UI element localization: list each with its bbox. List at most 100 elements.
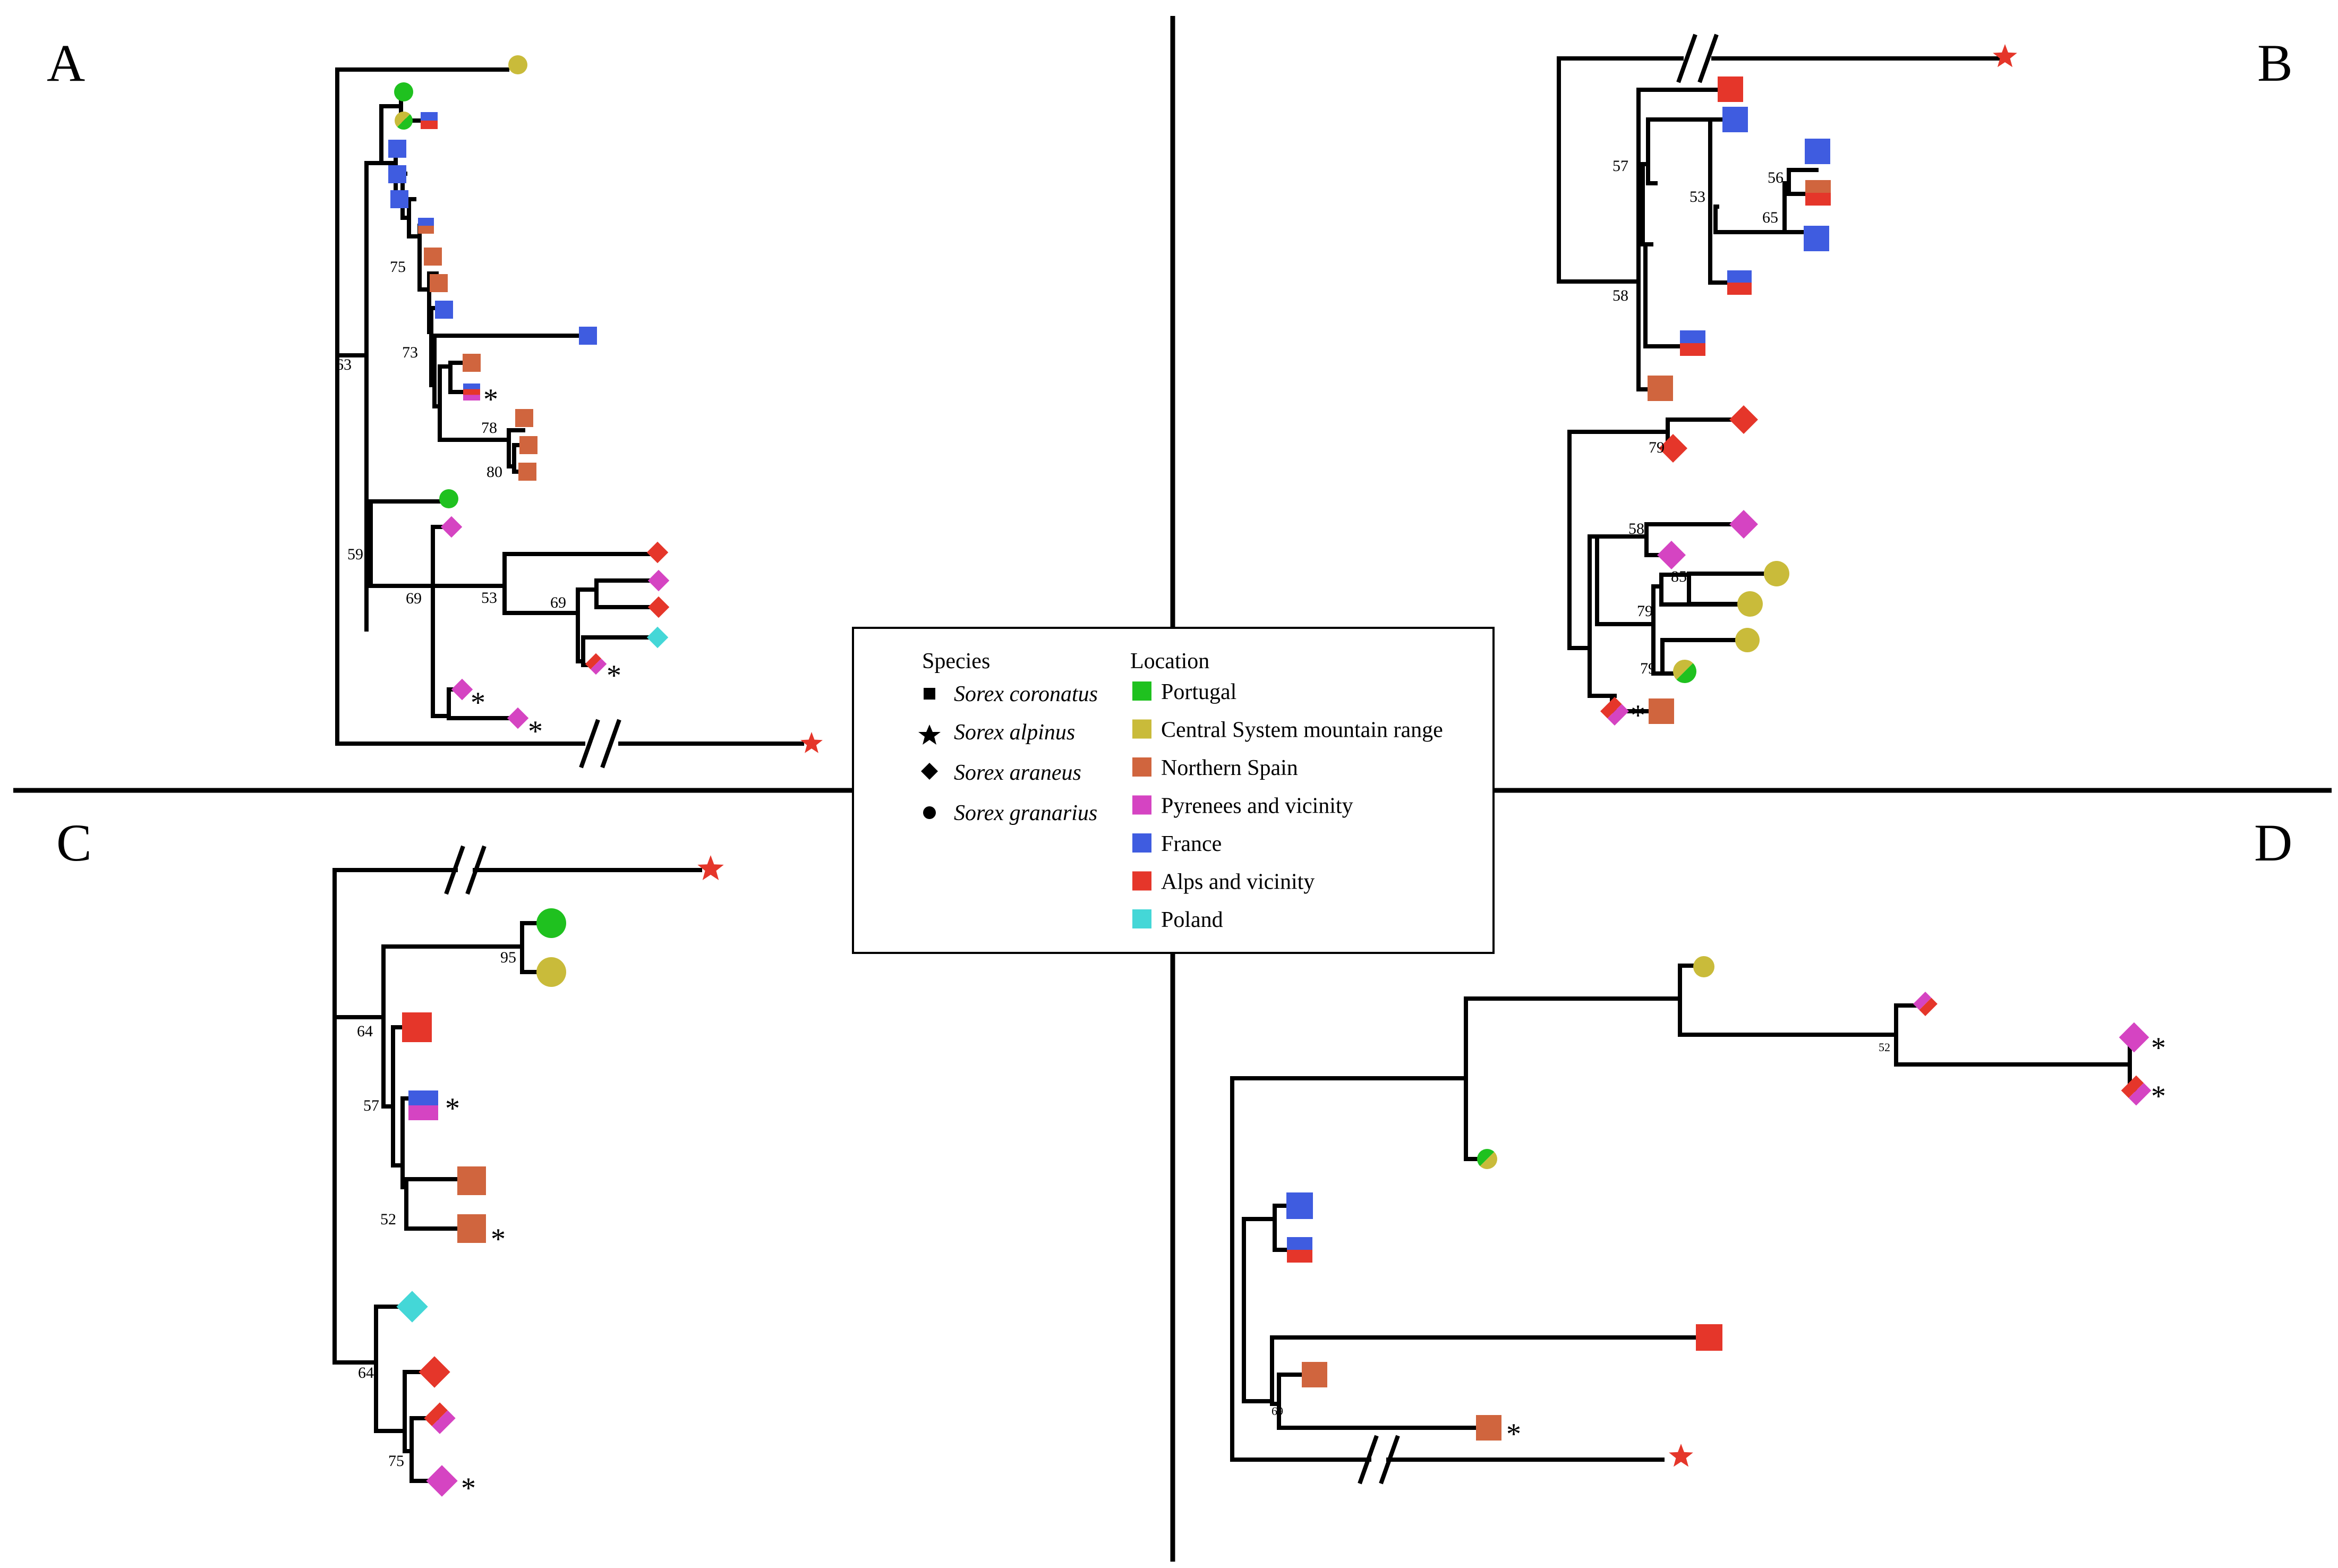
support-label: 78 — [481, 419, 497, 437]
square-node — [457, 1166, 486, 1195]
support-label: 79 — [1637, 602, 1653, 620]
legend-circle-icon — [923, 806, 936, 819]
support-label: 80 — [487, 463, 502, 481]
panel-letter-d: D — [2254, 813, 2292, 872]
support-values-c: 95 64 57 52 64 75 — [357, 949, 516, 1470]
tree-branch — [502, 552, 658, 615]
circle-node — [536, 908, 566, 938]
support-label: 75 — [388, 1452, 404, 1470]
tree-branch — [1644, 522, 1747, 557]
asterisk: * — [445, 1092, 460, 1125]
tree-branch — [438, 361, 511, 442]
support-label: 79 — [1649, 439, 1665, 456]
legend-frame — [852, 627, 1495, 954]
break-mark — [1358, 1435, 1400, 1485]
square-node — [463, 354, 481, 372]
tree-branch — [1567, 430, 1670, 650]
panel-letter-c: C — [56, 813, 92, 872]
tree-branch — [1687, 572, 1779, 606]
support-label: 56 — [1768, 169, 1784, 186]
square-node — [1727, 270, 1752, 295]
legend-species-label: Sorex alpinus — [954, 720, 1075, 745]
legend-swatch — [1132, 681, 1151, 701]
diamond-node — [1729, 509, 1759, 539]
square-node — [408, 1090, 438, 1120]
break-mark — [444, 845, 487, 895]
legend-species-title: Species — [922, 649, 990, 674]
diamond-node — [2119, 1022, 2149, 1053]
circle-node — [394, 82, 413, 101]
tree-branch — [576, 578, 660, 663]
support-label: 58 — [1628, 520, 1644, 538]
square-node — [1696, 1324, 1722, 1351]
circle-node — [1477, 1149, 1497, 1169]
diamond-node — [647, 569, 670, 592]
support-label: 69 — [406, 590, 422, 607]
branch-breaks — [444, 33, 1719, 1485]
support-values-b: 57 53 56 65 58 79 58 85 79 79 — [1612, 157, 1784, 677]
legend-diamond-icon — [921, 763, 938, 780]
diamond-node — [440, 516, 463, 538]
tree-branch — [1557, 56, 2010, 284]
legend-square-icon — [924, 688, 935, 700]
diamond-node — [419, 1356, 450, 1388]
square-node — [457, 1214, 486, 1243]
square-node — [1804, 226, 1829, 251]
asterisk-marks: * * * * * * * * * * * — [445, 383, 2166, 1505]
legend-box: Species Location Sorex coronatus Sorex a… — [852, 627, 1495, 954]
asterisk: * — [491, 1223, 506, 1256]
asterisk: * — [1631, 699, 1645, 732]
legend-swatch — [1132, 833, 1151, 853]
support-label: 59 — [347, 546, 363, 563]
support-label: 64 — [358, 1364, 374, 1382]
support-label: 69 — [550, 594, 566, 611]
star-node — [1669, 1444, 1693, 1467]
legend-star-icon — [918, 725, 941, 745]
diamond-node — [507, 707, 529, 729]
square-node — [435, 301, 453, 319]
diamond-node — [1657, 540, 1686, 570]
diamond-node — [646, 626, 669, 649]
legend-location-label: Pyrenees and vicinity — [1161, 794, 1353, 819]
tree-branch — [1713, 204, 1787, 234]
diamond-node — [396, 1291, 428, 1323]
diamond-node — [647, 596, 670, 618]
panel-letter-b: B — [2257, 33, 2293, 92]
square-node — [463, 384, 480, 400]
asterisk: * — [528, 715, 543, 748]
tree-branch — [403, 1370, 435, 1453]
support-label: 58 — [1612, 287, 1628, 304]
asterisk: * — [1506, 1418, 1521, 1451]
tree-branch — [1678, 964, 1898, 1037]
support-label: 85 — [1671, 568, 1687, 585]
break-mark — [1676, 33, 1719, 83]
tree-branch — [1242, 1217, 1277, 1403]
support-label: 52 — [380, 1211, 396, 1228]
tree-branch — [332, 868, 702, 1365]
support-label: 79 — [1640, 660, 1656, 677]
tree-branch — [1588, 534, 1614, 698]
circle-node — [1737, 591, 1763, 617]
legend-location-label: Poland — [1161, 908, 1223, 932]
legend-species-label: Sorex granarius — [954, 801, 1097, 825]
support-label: 52 — [1879, 1041, 1890, 1054]
square-node — [1286, 1192, 1313, 1219]
tree-branch — [1708, 117, 1739, 285]
support-label: 53 — [1689, 188, 1705, 206]
legend-species-label: Sorex coronatus — [954, 682, 1098, 706]
square-node — [1805, 139, 1830, 164]
asterisk: * — [471, 686, 485, 719]
break-mark — [579, 719, 621, 769]
tree-branch — [1646, 117, 1712, 185]
asterisk: * — [461, 1472, 476, 1505]
tree-branch — [332, 1305, 416, 1433]
circle-node — [536, 957, 566, 987]
legend-swatch — [1132, 757, 1151, 777]
square-node — [1805, 180, 1831, 206]
square-node — [1718, 76, 1743, 102]
square-node — [421, 112, 438, 129]
tree-branch — [369, 499, 451, 588]
square-node — [388, 165, 406, 183]
legend-swatch — [1132, 871, 1151, 891]
